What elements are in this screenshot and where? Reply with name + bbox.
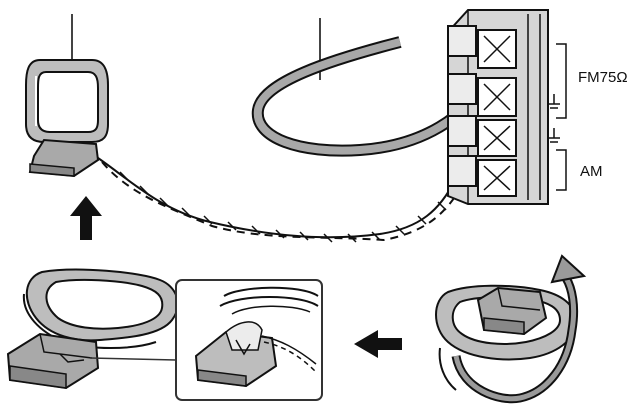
terminal-clip-am-2 xyxy=(447,155,517,197)
terminal-clip-am-1 xyxy=(447,115,517,157)
loop-antenna-assembled xyxy=(25,59,109,178)
antenna-rotation-step xyxy=(435,254,587,404)
antenna-with-stand xyxy=(6,268,179,390)
ground-icon xyxy=(548,128,560,143)
wire-twist-marks xyxy=(119,171,447,243)
terminal-clips xyxy=(447,25,517,197)
arrow-left-icon xyxy=(354,330,402,358)
terminal-clip-fm-1 xyxy=(447,25,517,69)
detail-inset-box xyxy=(89,279,323,401)
arrow-up-icon xyxy=(70,196,102,240)
antenna-terminal-block xyxy=(447,9,549,205)
twisted-lead-wire xyxy=(97,149,479,243)
callout-leader-lines xyxy=(71,14,321,80)
terminal-side-ribs xyxy=(527,14,541,200)
am-label: AM xyxy=(580,163,603,180)
rotate-arrow-icon xyxy=(438,254,587,404)
terminal-labels: FM75Ω AM xyxy=(548,43,628,191)
fm-label: FM75Ω xyxy=(578,69,628,86)
ground-icon xyxy=(548,94,560,109)
terminal-clip-fm-2 xyxy=(447,73,517,117)
inset-wire xyxy=(261,335,317,373)
